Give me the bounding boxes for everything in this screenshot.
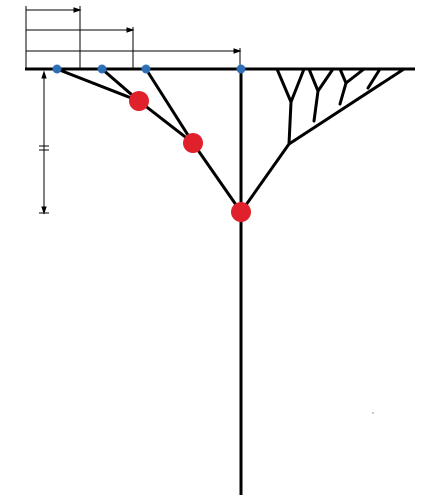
surface-node bbox=[236, 64, 246, 74]
left-branches bbox=[55, 67, 243, 214]
surface-node bbox=[141, 64, 151, 74]
right-sub-branch bbox=[316, 67, 335, 93]
right-sub-branch bbox=[307, 67, 320, 93]
arrow-head bbox=[73, 7, 82, 13]
arrow-head bbox=[41, 206, 47, 215]
right-sub-branch bbox=[344, 67, 366, 85]
right-sub-branch bbox=[366, 67, 382, 90]
arrow-head bbox=[41, 70, 47, 79]
branch-j2-j3 bbox=[191, 141, 243, 214]
branch-j1-j2 bbox=[137, 99, 195, 145]
junction-node bbox=[183, 133, 203, 153]
arrow-head bbox=[233, 48, 242, 54]
branch-s1-j1 bbox=[55, 67, 141, 103]
right-sub-branch bbox=[287, 100, 293, 146]
junction-nodes bbox=[129, 91, 251, 222]
arrow-head bbox=[126, 27, 135, 33]
stray-dot bbox=[372, 412, 374, 414]
surface-node bbox=[52, 64, 62, 74]
right-sub-branch bbox=[338, 67, 348, 85]
right-sub-branch bbox=[289, 67, 306, 104]
vertical-dimensions bbox=[39, 70, 49, 215]
right-sub-branch bbox=[338, 81, 348, 106]
right-main-branch bbox=[239, 142, 291, 214]
horizontal-dimensions bbox=[25, 6, 242, 69]
surface-nodes bbox=[52, 64, 246, 74]
right-sub-branch bbox=[312, 89, 320, 123]
right-main-branch bbox=[287, 67, 406, 146]
right-branches bbox=[239, 67, 406, 214]
junction-node bbox=[129, 91, 149, 111]
junction-node bbox=[231, 202, 251, 222]
right-sub-branch bbox=[275, 67, 293, 104]
branch-s3-j2 bbox=[144, 67, 195, 145]
surface-node bbox=[97, 64, 107, 74]
